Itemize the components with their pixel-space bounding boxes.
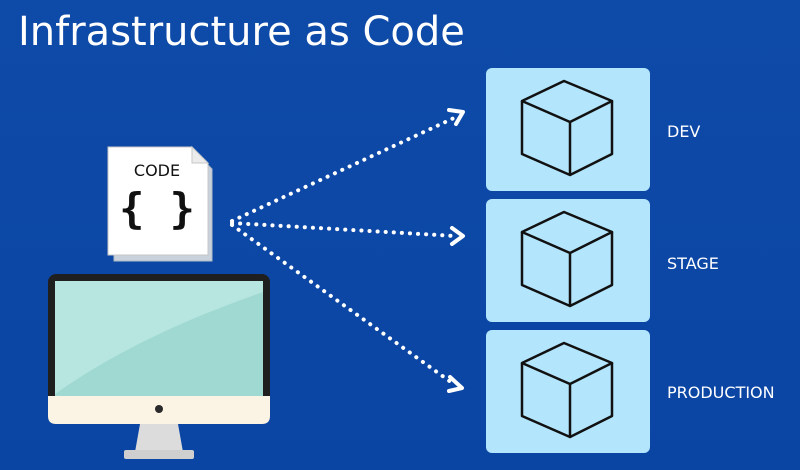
env-box-production [486,330,650,453]
code-card: CODE { } [107,145,213,262]
code-label: CODE [133,161,181,180]
power-button [155,405,163,413]
env-label-dev: DEV [667,122,701,141]
code-file-icon [107,145,213,262]
env-label-stage: STAGE [667,254,719,273]
braces-icon: { } [119,184,195,233]
env-box-dev [486,68,650,191]
arrow-to-stage [230,221,457,238]
arrowhead-dev [447,108,465,126]
env-label-production: PRODUCTION [667,383,775,402]
arrow-to-dev [230,116,456,223]
cube-icon [520,210,614,308]
arrowhead-stage [450,226,465,246]
cube-icon [520,341,614,439]
page-title: Infrastructure as Code [18,9,465,55]
env-box-stage [486,199,650,322]
arrowhead-production [447,375,464,393]
cube-icon [520,79,614,177]
arrow-to-production [230,223,457,387]
desktop-monitor-icon [42,270,274,470]
